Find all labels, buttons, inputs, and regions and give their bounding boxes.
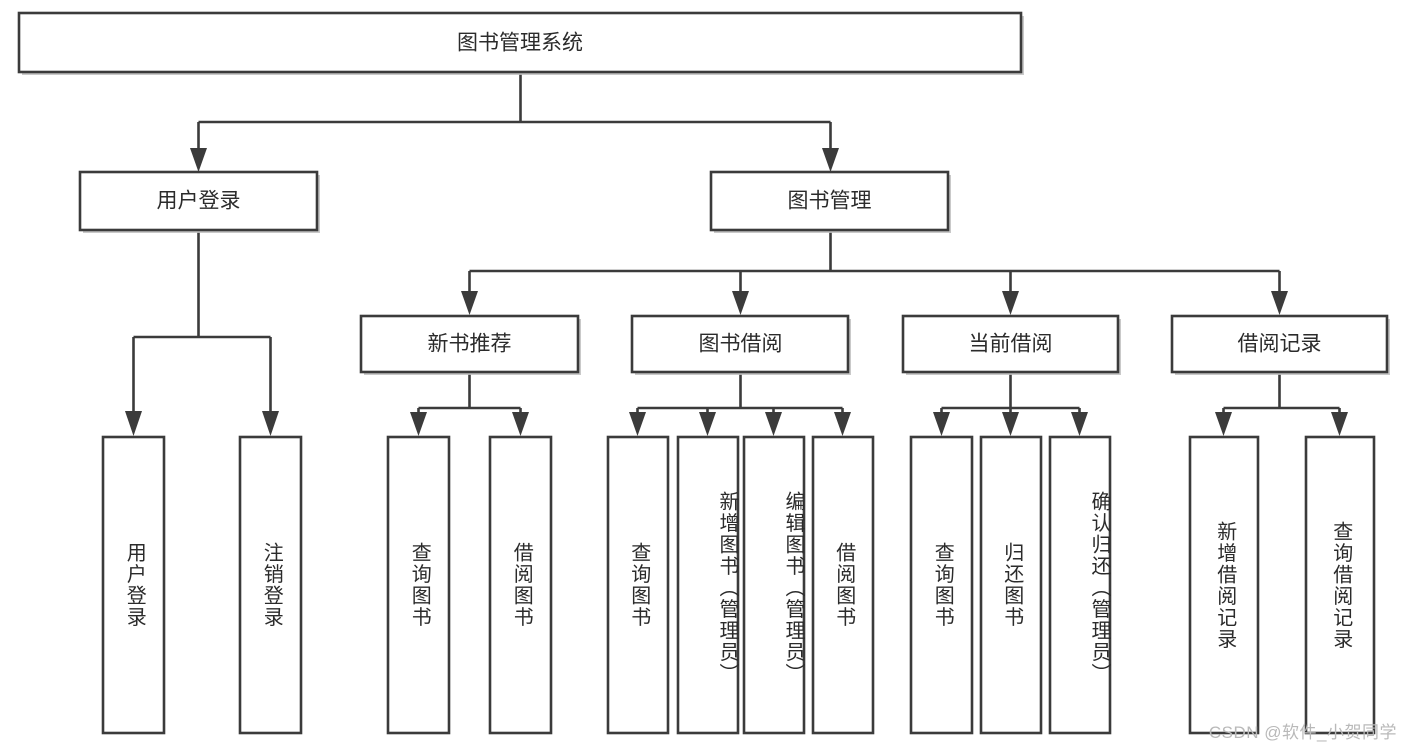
arrowhead-leaf-logout-login: [262, 411, 279, 436]
arrowhead-add-record: [1215, 412, 1232, 436]
leaf-box-borrow-book-2[interactable]: [811, 435, 875, 735]
connector-group: [125, 74, 1348, 436]
arrowhead-borrow-record: [1271, 291, 1288, 315]
arrowhead-new-book-recommend: [461, 291, 478, 315]
node-current-borrow-label: 当前借阅: [969, 333, 1053, 356]
arrowhead-query-book-1: [410, 412, 427, 436]
node-book-borrow[interactable]: 图书借阅: [630, 314, 851, 375]
node-book-management[interactable]: 图书管理: [709, 170, 951, 233]
arrowhead-query-book-2: [629, 412, 646, 436]
leaf-box-edit-book[interactable]: [742, 435, 806, 735]
arrowhead-edit-book: [765, 412, 782, 436]
node-book-management-box: [709, 170, 950, 232]
leaf-box-add-book[interactable]: [676, 435, 740, 735]
leaf-box-query-book-2[interactable]: [606, 435, 670, 735]
node-current-borrow[interactable]: 当前借阅: [901, 314, 1121, 375]
watermark-text: CSDN @软件_小贺同学: [1208, 723, 1397, 742]
arrowhead-book-borrow: [732, 291, 749, 315]
arrowhead-confirm-return: [1071, 412, 1088, 436]
leaf-box-query-book-3[interactable]: [909, 435, 974, 735]
arrowhead-user-login: [190, 148, 207, 172]
arrowhead-borrow-book-1: [512, 412, 529, 436]
node-user-login-box: [78, 170, 319, 232]
leaf-box-confirm-return[interactable]: [1048, 435, 1112, 735]
arrowhead-add-book: [699, 412, 716, 436]
node-user-login-label: 用户登录: [157, 190, 241, 213]
arrowhead-borrow-book-2: [834, 412, 851, 436]
node-new-book-label: 新书推荐: [428, 333, 512, 356]
node-borrow-record[interactable]: 借阅记录: [1170, 314, 1390, 375]
leaf-box-borrow-book-1[interactable]: [488, 435, 553, 735]
leaf-box-add-record[interactable]: [1188, 435, 1260, 735]
arrowhead-current-borrow: [1002, 291, 1019, 315]
arrowhead-return-book: [1002, 412, 1019, 436]
node-root-label: 图书管理系统: [457, 32, 583, 55]
node-root[interactable]: 图书管理系统: [17, 11, 1024, 75]
leaf-box-user-login[interactable]: [101, 435, 166, 735]
node-root-box: [17, 11, 1023, 74]
leaf-box-logout-login[interactable]: [238, 435, 303, 735]
arrowhead-query-record: [1331, 412, 1348, 436]
node-book-borrow-label: 图书借阅: [699, 333, 783, 356]
arrowhead-query-book-3: [933, 412, 950, 436]
node-book-borrow-box: [630, 314, 850, 374]
node-book-management-label: 图书管理: [788, 190, 872, 213]
leaf-box-return-book[interactable]: [979, 435, 1043, 735]
leaf-box-group: [101, 435, 1376, 735]
arrowhead-book-management: [822, 148, 839, 172]
node-borrow-record-box: [1170, 314, 1389, 374]
node-borrow-record-label: 借阅记录: [1238, 333, 1322, 356]
node-new-book-box: [359, 314, 580, 374]
node-current-borrow-box: [901, 314, 1120, 374]
leaf-box-query-book-1[interactable]: [386, 435, 451, 735]
arrowhead-leaf-user-login: [125, 411, 142, 436]
leaf-box-query-record[interactable]: [1304, 435, 1376, 735]
node-user-login[interactable]: 用户登录: [78, 170, 320, 233]
node-new-book-recommend[interactable]: 新书推荐: [359, 314, 581, 375]
